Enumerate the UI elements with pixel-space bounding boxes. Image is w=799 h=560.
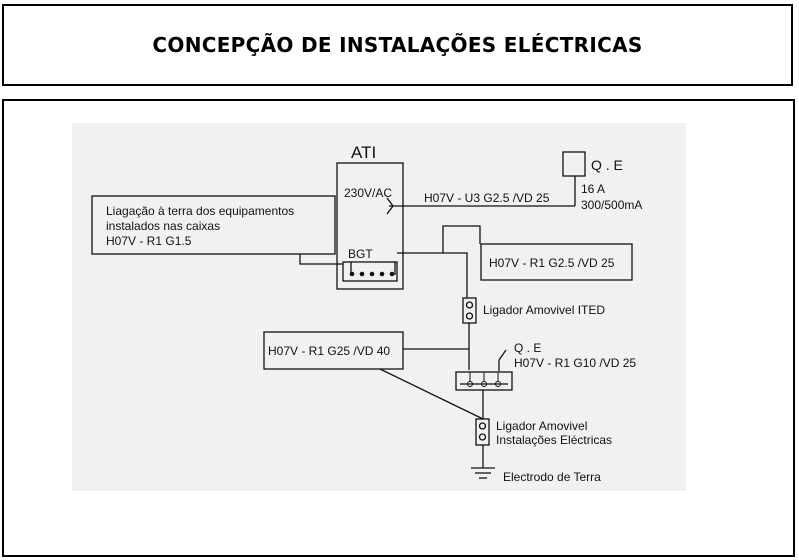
voltage-label: 230V/AC (344, 186, 392, 200)
qe-top-label: Q . E (591, 157, 623, 173)
earth-note-line3: H07V - R1 G1.5 (106, 234, 192, 248)
breaker-sensitivity-label: 300/500mA (581, 198, 642, 212)
ati-box (336, 162, 404, 290)
cable-main-box (263, 331, 404, 370)
cable-main-label: H07V - R1 G25 /VD 40 (268, 344, 390, 358)
breaker-current-label: 16 A (581, 182, 605, 196)
cable-qe-mid-label: H07V - R1 G10 /VD 25 (514, 356, 636, 370)
bgt-label: BGT (348, 247, 373, 261)
ati-label: ATI (351, 143, 376, 162)
title-box: CONCEPÇÃO DE INSTALAÇÕES ELÉCTRICAS (2, 4, 793, 86)
electrodo-label: Electrodo de Terra (503, 470, 601, 484)
page-title: CONCEPÇÃO DE INSTALAÇÕES ELÉCTRICAS (152, 33, 643, 57)
qe-top-box (562, 151, 586, 177)
content-frame (2, 99, 795, 557)
qe-mid-label: Q . E (514, 341, 541, 355)
cable-bgt-label: H07V - R1 G2.5 /VD 25 (489, 256, 615, 270)
cable-bgt-box (480, 243, 633, 281)
earth-note-line1: Liagação à terra dos equipamentos (106, 204, 294, 218)
earth-note-box (91, 195, 336, 255)
cable-ati-qe-label: H07V - U3 G2.5 /VD 25 (424, 191, 550, 205)
earth-note-line2: instalados nas caixas (106, 219, 220, 233)
ligador-inst-line2: Instalações Eléctricas (496, 433, 612, 447)
ligador-ited-label: Ligador Amovivel ITED (483, 303, 605, 317)
bgt-box (342, 261, 398, 282)
ligador-inst-line1: Ligador Amovivel (496, 419, 587, 433)
diagram-panel (72, 123, 686, 491)
